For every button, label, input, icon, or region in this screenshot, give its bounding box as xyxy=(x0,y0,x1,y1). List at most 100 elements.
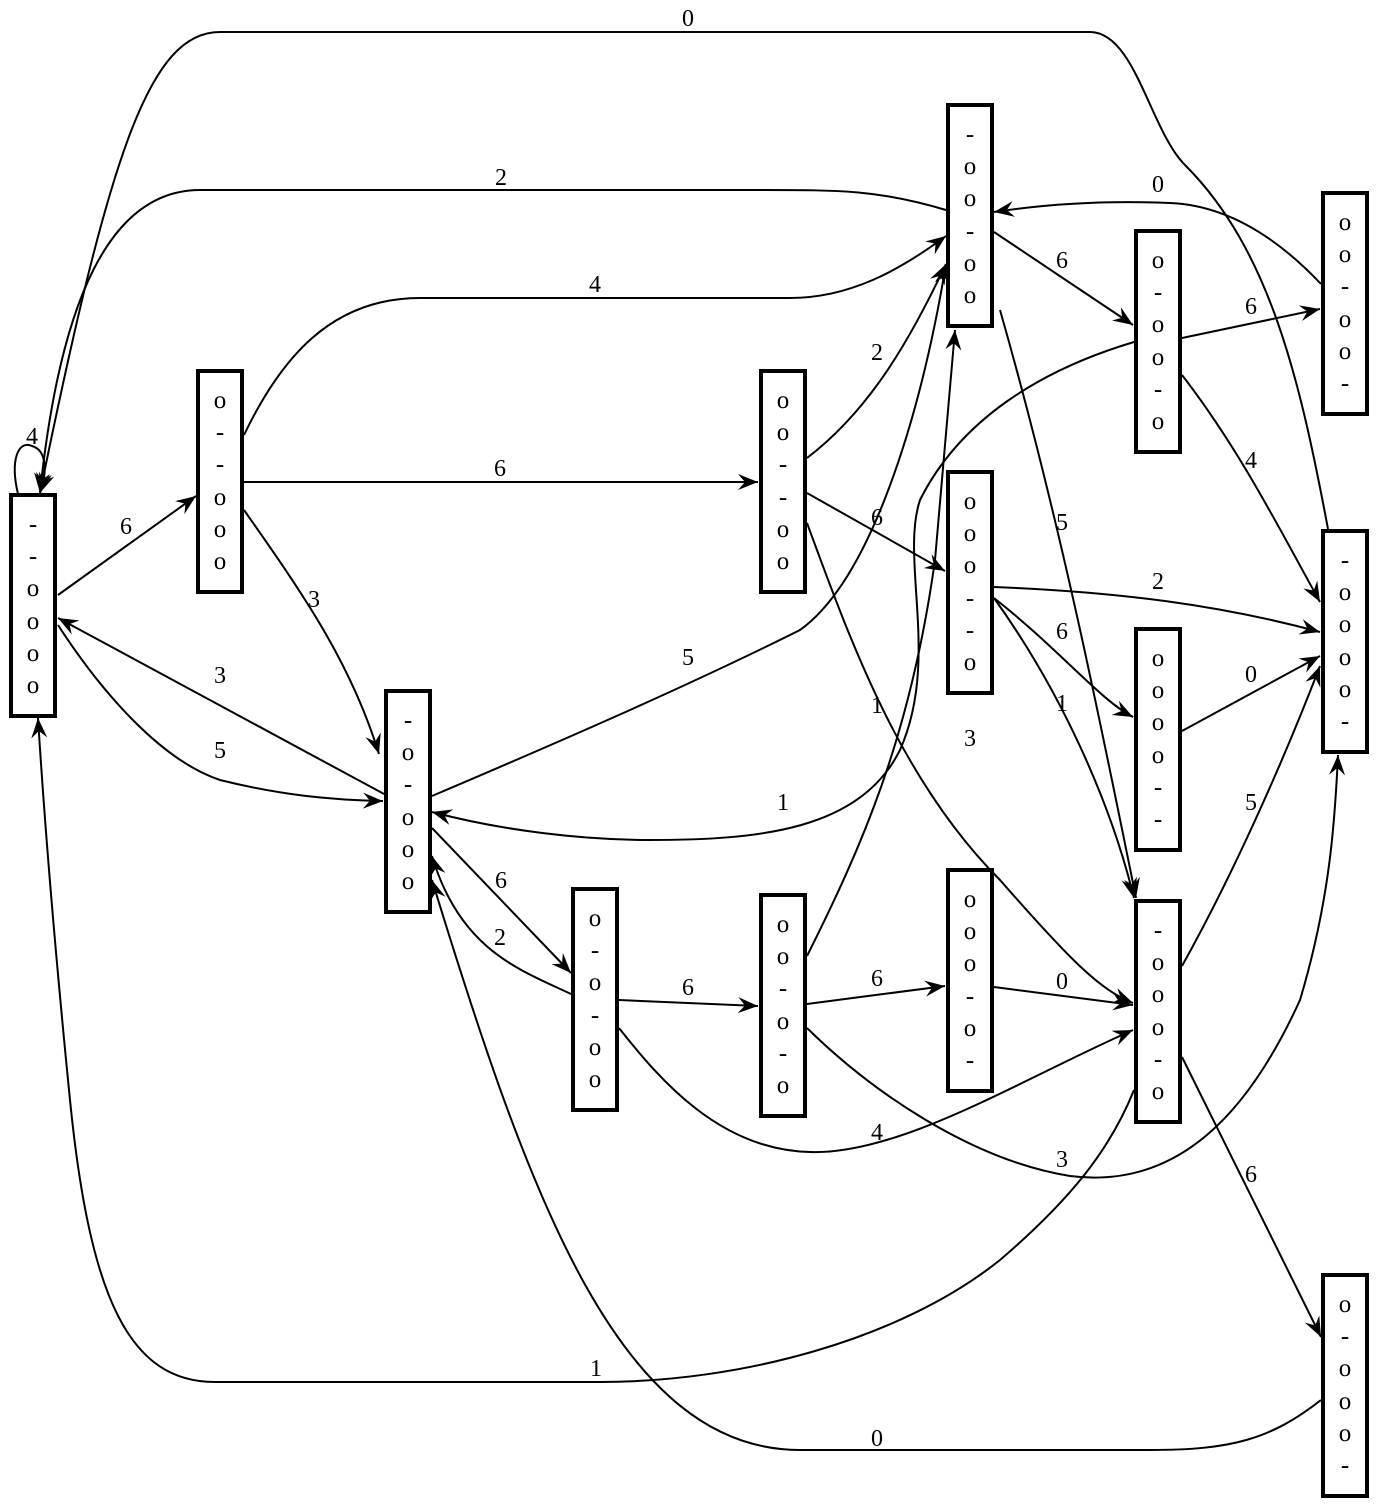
edge-label: 5 xyxy=(214,738,226,764)
node-symbol: - xyxy=(1340,707,1350,735)
edge-n4-n11: 4 xyxy=(618,1027,1134,1154)
node-symbol: o xyxy=(776,515,790,543)
edge-label: 3 xyxy=(308,587,320,613)
node-symbol: - xyxy=(1153,805,1163,833)
edge-n5-n6: 1 xyxy=(806,329,962,957)
node-symbol: o xyxy=(963,281,977,309)
edge-n0-n1: 6 xyxy=(57,495,197,596)
node-symbol: o xyxy=(776,1007,790,1035)
edge-arrow xyxy=(1181,1056,1322,1338)
edge-n5-n8: 6 xyxy=(806,966,946,1005)
node-symbol: - xyxy=(1340,547,1350,575)
node-symbol: o xyxy=(401,803,415,831)
edge-n2-n0: 3 xyxy=(57,617,385,795)
node-symbol: o xyxy=(213,483,227,511)
edge-n7-n13: 2 xyxy=(993,569,1321,635)
edge-label: 0 xyxy=(1152,172,1164,198)
edge-label: 0 xyxy=(871,1426,883,1452)
node-symbol: o xyxy=(1338,675,1352,703)
node-symbol: o xyxy=(776,419,790,447)
node-symbol: o xyxy=(963,648,977,676)
edge-label: 4 xyxy=(26,424,38,450)
node-symbol: - xyxy=(1153,279,1163,307)
node-symbol: o xyxy=(963,886,977,914)
node-symbol: o xyxy=(776,943,790,971)
node-symbol: - xyxy=(1340,273,1350,301)
edge-arrow xyxy=(430,879,1322,1451)
node-symbol: o xyxy=(1338,1419,1352,1447)
node-symbol: o xyxy=(963,552,977,580)
node-symbol: o xyxy=(963,950,977,978)
node-symbol: o xyxy=(1151,407,1165,435)
edge-arrow xyxy=(57,495,197,596)
node-symbol: o xyxy=(213,515,227,543)
edge-label: 4 xyxy=(589,272,601,298)
edge-label: 0 xyxy=(1245,662,1257,688)
node-symbol: o xyxy=(213,547,227,575)
node-symbol: o xyxy=(963,1014,977,1042)
edge-label: 2 xyxy=(1152,569,1164,595)
node-symbol: - xyxy=(778,451,788,479)
edge-label: 3 xyxy=(964,726,976,752)
node-symbol: o xyxy=(1338,1291,1352,1319)
node-symbol: o xyxy=(26,671,40,699)
edge-arrow xyxy=(57,624,384,809)
edge-arrow xyxy=(993,586,1321,635)
edge-arrow xyxy=(806,980,946,1005)
node-symbol: o xyxy=(963,918,977,946)
node-symbol: o xyxy=(776,387,790,415)
node-symbol: - xyxy=(215,451,225,479)
edge-n8-n11: 0 xyxy=(993,969,1134,1011)
edge-label: 0 xyxy=(682,6,694,32)
node-symbol: o xyxy=(963,185,977,213)
edge-arrow xyxy=(34,189,947,494)
edge-arrow xyxy=(806,754,1346,1179)
node-symbol: - xyxy=(778,975,788,1003)
edge-n1-n6: 4 xyxy=(243,235,947,436)
node-symbol: - xyxy=(28,543,38,571)
edge-label: 1 xyxy=(871,693,883,719)
node-symbol: o xyxy=(213,387,227,415)
node-symbol: o xyxy=(1151,1013,1165,1041)
node-symbol: - xyxy=(1340,1451,1350,1479)
edge-label: 6 xyxy=(682,975,694,1001)
node-symbol: o xyxy=(776,911,790,939)
edge-n5-n13: 3 xyxy=(806,754,1346,1179)
node-symbol: o xyxy=(963,249,977,277)
edge-n3-n11: 3 xyxy=(806,522,1134,1004)
node-symbol: - xyxy=(1153,1045,1163,1073)
node-symbol: - xyxy=(1153,917,1163,945)
node-symbol: o xyxy=(26,639,40,667)
node-symbol: o xyxy=(1151,949,1165,977)
edge-n13-n0: 0 xyxy=(36,6,1329,530)
edge-n6-n9: 6 xyxy=(993,231,1134,326)
edge-arrow xyxy=(57,617,385,795)
node-symbol: o xyxy=(26,607,40,635)
node-symbol: o xyxy=(1151,311,1165,339)
edge-arrow xyxy=(806,329,962,957)
node-symbol: o xyxy=(1338,241,1352,269)
edge-label: 0 xyxy=(1056,969,1068,995)
node-symbol: o xyxy=(1151,645,1165,673)
node-symbol: o xyxy=(776,547,790,575)
edge-label: 6 xyxy=(495,868,507,894)
edge-label: 1 xyxy=(590,1356,602,1382)
node-symbol: o xyxy=(588,1065,602,1093)
node-symbol: o xyxy=(588,905,602,933)
edge-n14-n2: 0 xyxy=(430,879,1322,1452)
edge-label: 5 xyxy=(682,645,694,671)
edge-arrow xyxy=(431,341,1135,842)
node-symbol: - xyxy=(965,584,975,612)
edge-arrow xyxy=(993,201,1322,285)
edge-n7-n11: 1 xyxy=(993,597,1138,899)
edge-arrow xyxy=(1181,665,1321,967)
